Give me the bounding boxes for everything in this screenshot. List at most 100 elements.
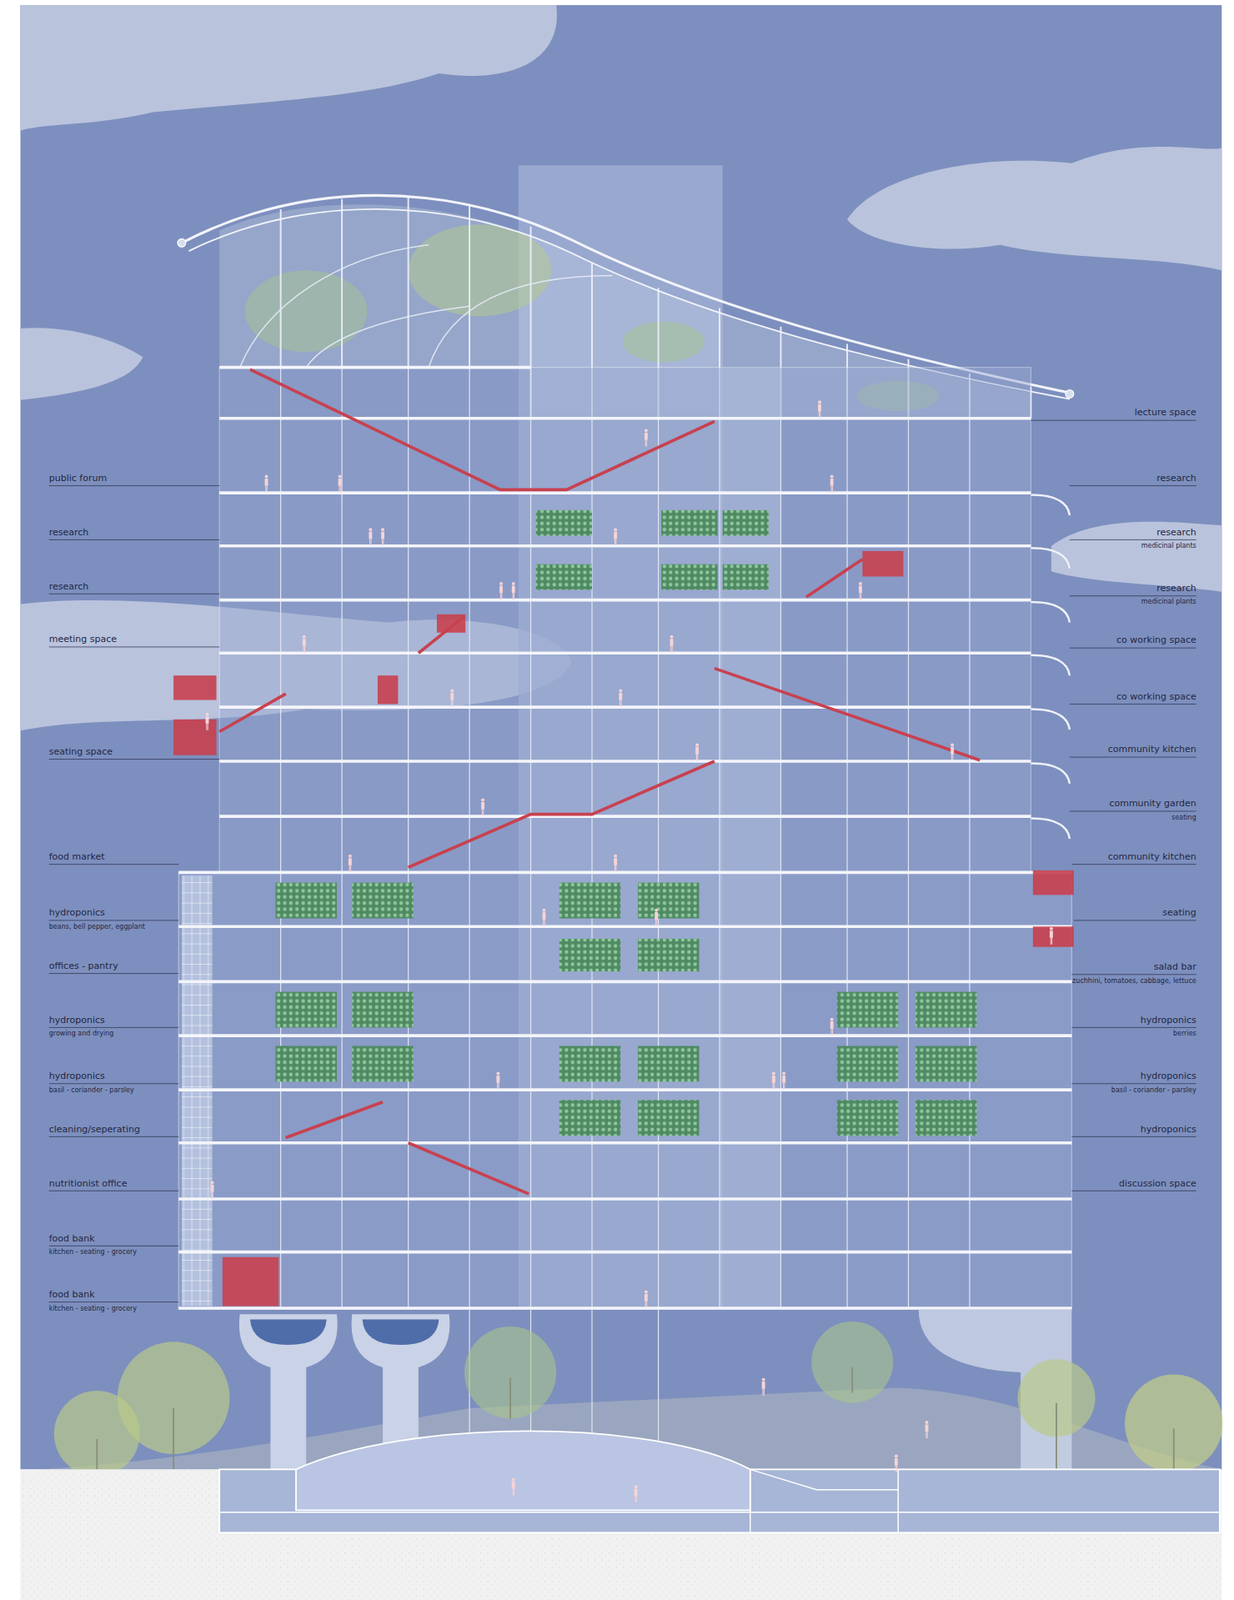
- leader-line: [49, 486, 220, 1303]
- floor-label: co working space: [1116, 634, 1197, 646]
- person-figure: [644, 1289, 648, 1308]
- floor-label: offices - pantry: [49, 960, 119, 972]
- upper-building: [219, 367, 1031, 873]
- floor-label: community kitchen: [1108, 851, 1197, 863]
- crop-note: kitchen - seating - grocery: [49, 1304, 137, 1314]
- cloud: [847, 146, 1222, 271]
- leader-line: [1030, 420, 1196, 1191]
- floor-label: research: [1156, 582, 1197, 594]
- roof-canopy: [181, 195, 1070, 393]
- person-figure: [618, 689, 623, 708]
- person-figure: [499, 581, 503, 600]
- person-figure: [695, 742, 699, 761]
- red-balcony: [173, 675, 216, 700]
- floor-label: research: [49, 526, 90, 538]
- crop-note: medicinal plants: [1141, 541, 1197, 551]
- hydroponic-rack: [915, 1099, 977, 1136]
- hydroponic-rack: [536, 564, 592, 591]
- service-shaft: [719, 367, 781, 1309]
- person-figure: [762, 1378, 766, 1396]
- person-figure: [338, 475, 342, 493]
- floor-label: seating space: [49, 746, 113, 758]
- floor-slab: [178, 367, 1072, 1309]
- floor-label: hydroponics: [1140, 1014, 1197, 1026]
- floor-label: cleaning/seperating: [49, 1123, 141, 1135]
- hydroponic-rack: [915, 992, 977, 1029]
- red-balcony: [862, 551, 903, 577]
- floor-label: research: [49, 581, 90, 592]
- person-figure: [654, 908, 658, 927]
- person-figure: [348, 854, 352, 873]
- person-figure: [381, 527, 385, 546]
- red-balcony: [436, 614, 466, 633]
- floor-label: food bank: [49, 1289, 96, 1300]
- floor-label: hydroponics: [49, 907, 106, 918]
- hydroponic-rack: [351, 1045, 413, 1082]
- crop-note: kitchen - seating - grocery: [49, 1248, 137, 1257]
- hydroponic-rack: [837, 1099, 898, 1136]
- red-stair: [219, 369, 980, 1194]
- canopy-greenery: [408, 224, 552, 317]
- hydroponic-rack: [637, 882, 699, 919]
- person-figure: [205, 400, 1054, 1503]
- hydroponic-rack: [837, 1045, 898, 1082]
- person-figure: [205, 712, 210, 731]
- floor-label: public forum: [49, 472, 107, 484]
- person-figure: [830, 475, 834, 493]
- hydroponic-rack: [559, 1045, 621, 1082]
- hydroponic-rack: [722, 564, 769, 591]
- hydroponic-rack: [536, 510, 592, 537]
- curved-balcony: [1030, 495, 1070, 839]
- floor-label: lecture space: [1134, 406, 1197, 418]
- person-figure: [368, 527, 372, 546]
- crop-note: medicinal plants: [1141, 597, 1197, 607]
- canopy-greenery: [622, 321, 705, 363]
- hydroponic-rack: [661, 510, 718, 537]
- floor-label: food bank: [49, 1233, 96, 1245]
- floor-label: community kitchen: [1108, 743, 1197, 755]
- hydroponic-rack: [915, 1045, 977, 1082]
- floor-label: discussion space: [1118, 1178, 1197, 1189]
- hydroponic-rack: [351, 992, 413, 1029]
- floor-label: meeting space: [49, 633, 117, 645]
- red-balcony: [222, 1257, 279, 1307]
- crop-note: beans, bell pepper, eggplant: [49, 922, 146, 932]
- floor-label: research: [1156, 472, 1197, 484]
- hydroponic-rack: [351, 882, 413, 919]
- person-figure: [772, 1072, 776, 1090]
- piloti: [239, 1314, 338, 1470]
- person-figure: [511, 581, 516, 600]
- hydroponic-rack: [275, 510, 978, 1136]
- hydroponic-rack: [722, 510, 769, 537]
- floor-label: salad bar: [1153, 961, 1197, 973]
- crop-note: seating: [1171, 813, 1197, 823]
- person-figure: [302, 635, 306, 653]
- floor-label: research: [1156, 526, 1197, 538]
- person-figure: [613, 854, 617, 873]
- greenhouse-arch: [240, 245, 613, 368]
- person-figure: [542, 908, 547, 927]
- crop-note: zuchhini, tomatoes, cabbage, lettuce: [1072, 977, 1197, 986]
- red-balcony: [377, 675, 398, 704]
- canopy-greenery: [245, 270, 368, 352]
- person-figure: [670, 635, 674, 653]
- sky-ground: [20, 5, 1222, 1470]
- crop-note: basil - coriander - parsley: [49, 1086, 135, 1095]
- floor-label: food market: [49, 851, 106, 863]
- crop-note: basil - coriander - parsley: [1111, 1086, 1197, 1095]
- canopy-node: [1065, 390, 1074, 399]
- person-figure: [481, 798, 485, 817]
- red-balcony: [173, 551, 1074, 1307]
- person-figure: [613, 527, 617, 546]
- floor-label: co working space: [1116, 691, 1197, 703]
- person-figure: [511, 1478, 516, 1496]
- person-figure: [634, 1484, 638, 1503]
- person-figure: [950, 742, 954, 761]
- floor-label: hydroponics: [1140, 1123, 1197, 1135]
- hydroponic-rack: [275, 1045, 337, 1082]
- red-balcony: [1033, 870, 1074, 895]
- floor-label: hydroponics: [1140, 1070, 1197, 1082]
- hydroponic-rack: [837, 992, 898, 1029]
- person-figure: [1049, 927, 1054, 945]
- person-figure: [894, 1454, 898, 1472]
